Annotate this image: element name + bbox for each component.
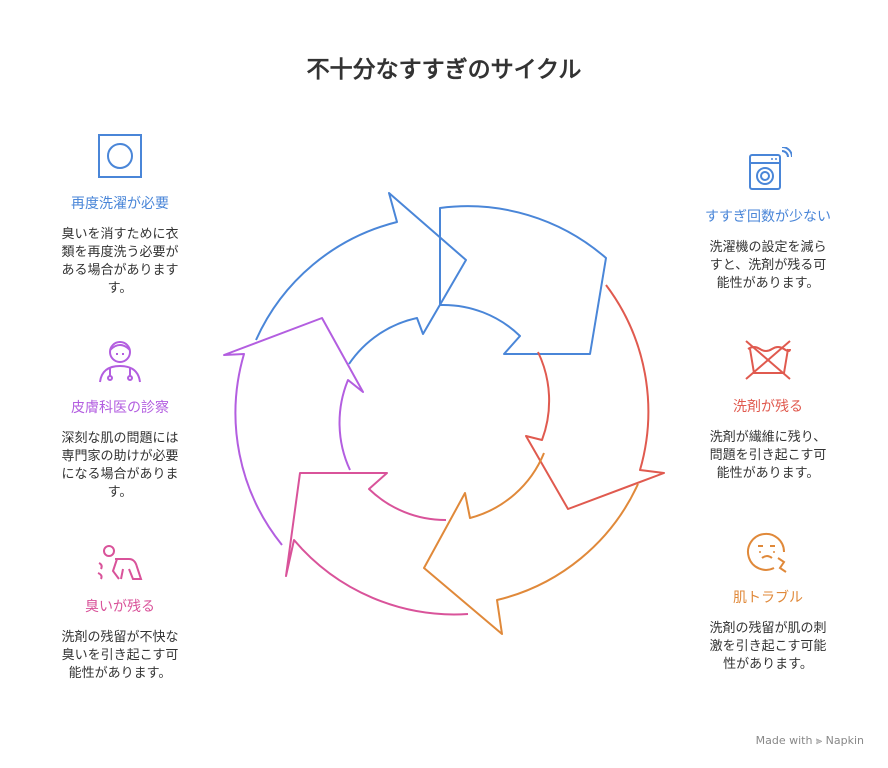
desc-line: ある場合があります [61,263,179,278]
desc-line: 洗剤の残留が不快な [61,630,179,645]
step-rewash-needed: 再度洗濯が必要 臭いを消すために衣 類を再度洗う必要が ある場合があります す。 [45,132,195,298]
step-few-rinses: すすぎ回数が少ない 洗濯機の設定を減ら すと、洗剤が残る可 能性があります。 [693,147,843,293]
step-label: 再度洗濯が必要 [71,196,169,212]
step-odor-remains: 臭いが残る 洗剤の残留が不快な 臭いを引き起こす可 能性があります。 [45,543,195,683]
desc-line: すと、洗剤が残る可 [709,258,827,273]
doctor-icon [99,341,141,383]
desc-line: になる場合がありま [61,467,179,482]
step-description: 洗剤の残留が不快な 臭いを引き起こす可 能性があります。 [45,629,195,683]
step-label: 肌トラブル [733,590,803,606]
desc-line: 深刻な肌の問題には [61,431,179,446]
step-label: 洗剤が残る [733,399,803,415]
step-dermatologist-visit: 皮膚科医の診察 深刻な肌の問題には 専門家の助けが必要 になる場合がありま す。 [45,336,195,502]
step-description: 洗濯機の設定を減ら すと、洗剤が残る可 能性があります。 [693,239,843,293]
washer-door-icon [98,134,142,178]
step-skin-trouble: 肌トラブル 洗剤の残留が肌の刺 激を引き起こす可能 性があります。 [693,528,843,674]
cycle-arrow-orange [423,452,639,635]
step-description: 洗剤の残留が肌の刺 激を引き起こす可能 性があります。 [693,620,843,674]
step-description: 深刻な肌の問題には 専門家の助けが必要 になる場合がありま す。 [45,430,195,502]
desc-line: 能性があります。 [68,666,172,681]
step-label: 皮膚科医の診察 [71,400,169,416]
cycle-arrow-blue-2 [255,192,467,365]
step-label: 臭いが残る [85,599,155,615]
cycle-arrow-blue [439,205,607,355]
irritated-face-icon [747,532,787,573]
cycle-arrow-red [525,284,665,510]
cycle-arrow-pink [285,472,469,616]
page-title: 不十分なすすぎのサイクル [306,57,582,83]
desc-line: 問題を引き起こす可 [709,448,827,463]
step-description: 臭いを消すために衣 類を再度洗う必要が ある場合があります す。 [45,226,195,298]
desc-line: 激を引き起こす可能 [709,639,827,654]
step-detergent-remains: 洗剤が残る 洗剤が繊維に残り、 問題を引き起こす可 能性があります。 [693,337,843,483]
desc-line: 性があります。 [723,657,813,672]
washing-machine-icon [749,147,792,190]
step-label: すすぎ回数が少ない [705,209,831,225]
desc-line: 類を再度洗う必要が [61,245,179,260]
cycle-arrow-purple [223,317,364,546]
desc-line: 専門家の助けが必要 [61,449,179,464]
desc-line: 能性があります。 [716,276,820,291]
step-description: 洗剤が繊維に残り、 問題を引き起こす可 能性があります。 [693,429,843,483]
made-with-napkin-credit[interactable]: Made with ⫸ Napkin [755,734,864,747]
desc-line: 洗剤が繊維に残り、 [709,430,827,445]
desc-line: 洗濯機の設定を減ら [709,240,827,255]
no-wash-icon [745,340,791,380]
desc-line: 洗剤の残留が肌の刺 [709,621,827,636]
crawling-person-icon [97,545,143,580]
desc-line: す。 [107,485,133,500]
desc-line: 臭いを引き起こす可 [61,648,179,663]
desc-line: す。 [107,281,133,296]
desc-line: 臭いを消すために衣 [61,227,179,242]
desc-line: 能性があります。 [716,466,820,481]
